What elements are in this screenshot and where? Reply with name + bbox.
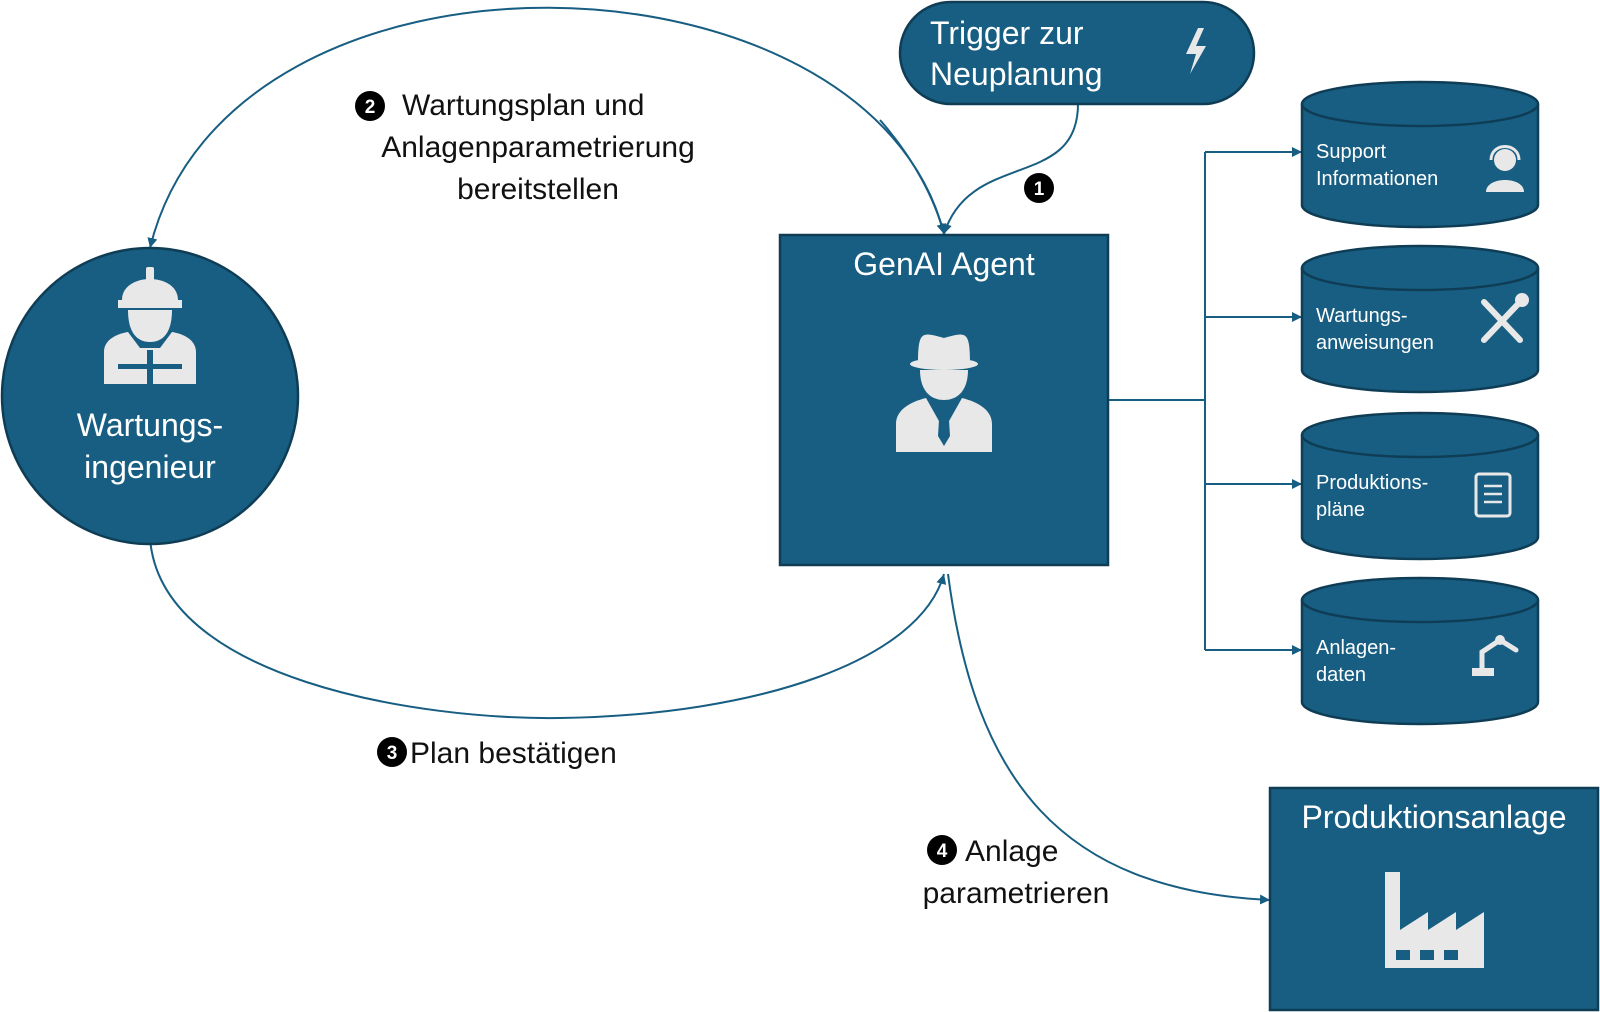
step-2-line1: Wartungsplan und	[402, 89, 644, 122]
step-2-number: 2	[365, 97, 376, 118]
bus-agent-to-databases	[1108, 152, 1206, 650]
step-4-number: 4	[937, 841, 948, 862]
arrow-into-agent-top	[879, 119, 947, 235]
db-produktion-line2: pläne	[1316, 499, 1365, 521]
arrow-trigger-to-agent	[942, 103, 1079, 235]
step-3: 3 Plan bestätigen	[377, 737, 617, 770]
robot-arm-icon	[1472, 635, 1519, 676]
step-4-line2: parametrieren	[923, 877, 1110, 910]
engineer-node: Wartungs- ingenieur	[0, 246, 300, 546]
support-agent-icon	[1486, 145, 1524, 192]
arrow-plan-to-engineer	[147, 6, 945, 249]
step-1: 1	[1024, 173, 1054, 203]
db-support-line2: Informationen	[1316, 168, 1438, 190]
connectors	[147, 6, 1302, 905]
db-anlagen-line2: daten	[1316, 664, 1366, 686]
database-anlagen: Anlagen- daten	[1300, 576, 1540, 726]
lightning-icon	[1186, 28, 1206, 74]
agent-node: GenAI Agent	[778, 233, 1110, 567]
database-support: Support Informationen	[1300, 80, 1540, 229]
db-wartung-line1: Wartungs-	[1316, 305, 1408, 327]
engineer-label-line1: Wartungs-	[77, 407, 223, 443]
database-produktion: Produktions- pläne	[1300, 411, 1540, 561]
db-wartung-line2: anweisungen	[1316, 332, 1434, 354]
engineer-label-line2: ingenieur	[84, 449, 216, 485]
step-2: 2 Wartungsplan und Anlagenparametrierung…	[355, 89, 695, 206]
step-2-line3: bereitstellen	[457, 173, 619, 206]
agent-title: GenAI Agent	[853, 246, 1035, 282]
plant-title: Produktionsanlage	[1301, 799, 1566, 835]
trigger-label-line2: Neuplanung	[930, 56, 1103, 92]
db-anlagen-line1: Anlagen-	[1316, 637, 1396, 659]
db-support-line1: Support	[1316, 141, 1386, 163]
document-scroll-icon	[1474, 472, 1512, 518]
database-wartung: Wartungs- anweisungen	[1300, 244, 1540, 394]
step-4: 4 Anlage parametrieren	[923, 835, 1110, 910]
agent-spy-icon	[896, 334, 992, 452]
step-3-number: 3	[387, 743, 398, 764]
wrench-screwdriver-icon	[1481, 293, 1529, 343]
step-3-label: Plan bestätigen	[410, 737, 617, 770]
trigger-label-line1: Trigger zur	[930, 15, 1084, 51]
step-2-line2: Anlagenparametrierung	[381, 131, 695, 164]
step-4-line1: Anlage	[965, 835, 1058, 868]
factory-icon	[1385, 872, 1484, 968]
arrow-agent-to-plant	[947, 573, 1271, 905]
trigger-node: Trigger zur Neuplanung	[898, 0, 1256, 106]
step-1-number: 1	[1034, 179, 1045, 200]
db-produktion-line1: Produktions-	[1316, 472, 1428, 494]
arrow-engineer-to-agent	[149, 537, 947, 720]
plant-node: Produktionsanlage	[1268, 786, 1600, 1012]
engineer-helmet-icon	[104, 267, 196, 386]
